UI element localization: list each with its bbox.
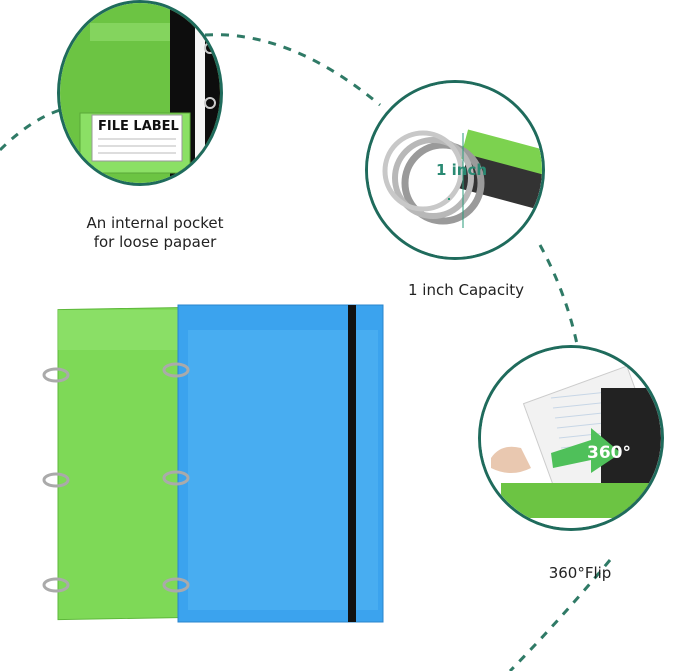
pocket-illustration [60, 3, 220, 183]
binder-product-image [42, 304, 384, 623]
flip-illustration [481, 348, 661, 528]
file-label-text: FILE LABEL [98, 119, 179, 134]
pocket-caption: An internal pocket for loose papaer [86, 214, 224, 251]
flip-detail-circle: 360° [478, 345, 664, 531]
capacity-caption: 1 inch Capacity [407, 281, 525, 299]
pocket-detail-circle: FILE LABEL [57, 0, 223, 186]
capacity-detail-circle: 1 inch [365, 80, 545, 260]
flip-angle-badge: 360° [587, 443, 631, 463]
flip-caption: 360°Flip [548, 564, 612, 582]
ring-size-badge: 1 inch [436, 161, 488, 179]
ring-illustration [368, 83, 542, 257]
